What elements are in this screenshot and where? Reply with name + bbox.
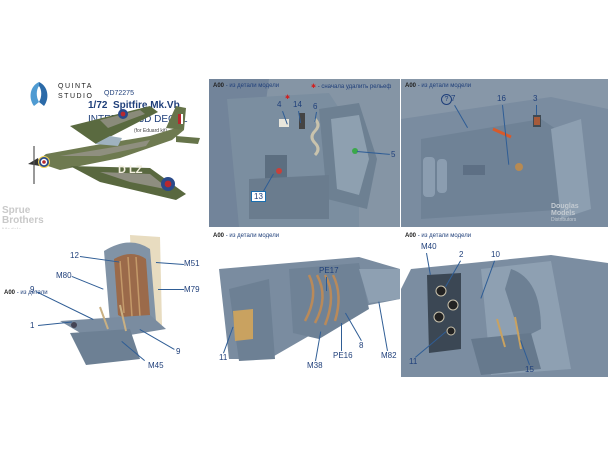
callout-M80: M80 bbox=[56, 271, 72, 280]
leader-line bbox=[326, 277, 327, 291]
watermark-right-line3: Distributors bbox=[551, 217, 577, 223]
watermark-right-line2: Models bbox=[551, 210, 576, 217]
product-info-panel: QUINTA STUDIO QD72275 1/72 Spitfire Mk.V… bbox=[0, 66, 208, 226]
spitfire-illustration bbox=[28, 106, 200, 200]
product-scale: 1/72 bbox=[88, 100, 108, 111]
callout-M51: M51 bbox=[184, 259, 200, 268]
watermark-left-line2: Brothers bbox=[2, 215, 44, 226]
callout-7: 7 bbox=[451, 94, 456, 103]
panel-2-header-text: - из детали модели bbox=[417, 83, 472, 89]
fuselage-interior-render bbox=[219, 257, 400, 361]
callout-M38: M38 bbox=[307, 361, 323, 370]
quinta-logo-icon bbox=[30, 82, 48, 106]
aircraft-letters: D LZ bbox=[118, 164, 143, 176]
callout-2: 2 bbox=[459, 250, 464, 259]
panel-5-header-text: - из детали модели bbox=[417, 233, 472, 239]
callout-6: 6 bbox=[313, 102, 318, 111]
red-star-marker-icon: ✱ bbox=[285, 95, 291, 101]
callout-11: 11 bbox=[409, 357, 418, 366]
callout-9-left: 9 bbox=[30, 285, 35, 294]
product-name: Spitfire Mk.Vb bbox=[113, 100, 180, 111]
callout-8: 8 bbox=[359, 341, 364, 350]
callout-5: 5 bbox=[391, 150, 396, 159]
callout-1: 1 bbox=[30, 321, 35, 330]
callout-M79: M79 bbox=[184, 285, 200, 294]
callout-14: 14 bbox=[293, 100, 302, 109]
panel-1-header-note: ✱ - сначала удалить рельеф bbox=[311, 83, 391, 90]
callout-PE17: PE17 bbox=[319, 266, 339, 275]
callout-15: 15 bbox=[525, 365, 534, 374]
panel-2-code: A00 bbox=[405, 83, 417, 89]
panel-5-header: A00 - из детали модели bbox=[405, 233, 471, 239]
callout-12: 12 bbox=[70, 251, 79, 260]
leader-line bbox=[158, 289, 184, 290]
callout-M82: M82 bbox=[381, 351, 397, 360]
watermark-left-line1: Sprue bbox=[2, 205, 31, 216]
product-code: QD72275 bbox=[104, 90, 134, 97]
panel-4-code: A00 bbox=[213, 233, 225, 239]
panel-1-header-red: - сначала удалить рельеф bbox=[317, 84, 392, 90]
instruction-panel-1: A00 - из детали модели ✱ - сначала удали… bbox=[209, 79, 400, 227]
panel-1-header: A00 - из детали модели bbox=[213, 83, 279, 89]
brand-line1: QUINTA bbox=[58, 83, 93, 90]
red-star-icon: ✱ bbox=[311, 84, 317, 90]
panel-4-header-text: - из детали модели bbox=[225, 233, 280, 239]
panel-3-header: A00 - из детали bbox=[4, 290, 48, 296]
seat-render bbox=[60, 235, 166, 365]
callout-M40: M40 bbox=[421, 242, 437, 251]
instruction-panel-2: A00 - из детали модели ? 7 16 3 Douglas … bbox=[401, 79, 608, 227]
panel-2-header: A00 - из детали модели bbox=[405, 83, 471, 89]
callout-3: 3 bbox=[533, 94, 538, 103]
callout-M45: M45 bbox=[148, 361, 164, 370]
panel-5-code: A00 bbox=[405, 233, 417, 239]
brand-line2: STUDIO bbox=[58, 93, 94, 100]
callout-PE16: PE16 bbox=[333, 351, 353, 360]
instruction-panel-5: A00 - из детали модели M40 2 10 11 15 bbox=[401, 229, 608, 377]
instruction-panel-3: A00 - из детали 12 M51 M80 M79 9 1 9 M45 bbox=[0, 229, 208, 377]
callout-13: 13 bbox=[251, 191, 266, 202]
cockpit-left-side-render bbox=[401, 79, 608, 227]
instruction-panel-4: A00 - из детали модели PE17 11 8 M38 PE1… bbox=[209, 229, 400, 377]
callout-10: 10 bbox=[491, 250, 500, 259]
callout-16: 16 bbox=[497, 94, 506, 103]
cockpit-front-render bbox=[401, 255, 608, 377]
callout-4: 4 bbox=[277, 100, 282, 109]
panel-3-code: A00 bbox=[4, 290, 16, 296]
panel-4-header: A00 - из детали модели bbox=[213, 233, 279, 239]
panel-3-header-text: - из детали bbox=[16, 290, 48, 296]
callout-9-right: 9 bbox=[176, 347, 181, 356]
kit-note: (for Eduard kit) bbox=[134, 128, 168, 134]
watermark-right: Douglas Models Distributors bbox=[551, 203, 579, 224]
watermark-right-line1: Douglas bbox=[551, 203, 579, 210]
callout-11: 11 bbox=[219, 353, 228, 362]
panel-1-code: A00 bbox=[213, 83, 225, 89]
leader-line bbox=[341, 323, 342, 351]
leader-line bbox=[536, 105, 537, 115]
callout-7-marked: ? bbox=[441, 94, 452, 105]
panel-1-header-text: - из детали модели bbox=[225, 83, 280, 89]
